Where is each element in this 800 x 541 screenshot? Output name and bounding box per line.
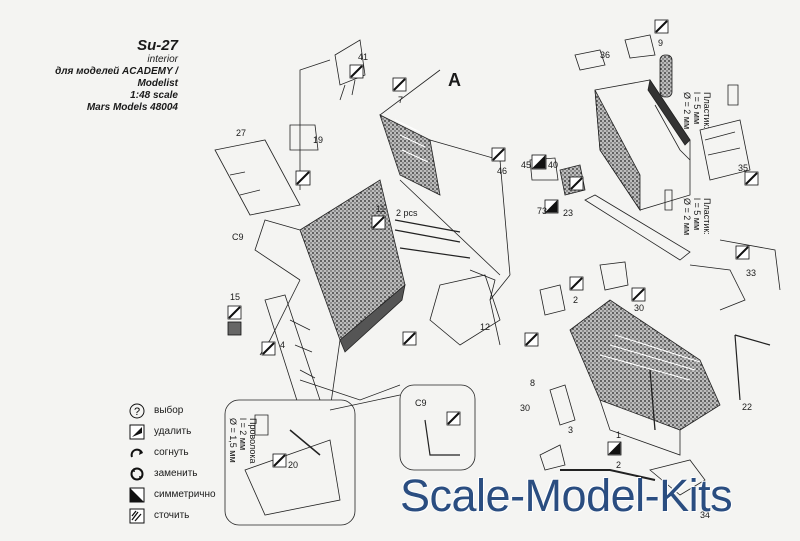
plastic-note-bottom: Пластик: l = 5 мм Ø = 2 мм — [682, 198, 712, 235]
part-number: C9 — [232, 232, 244, 242]
part-number: 35 — [738, 163, 749, 173]
part-number: 41 — [358, 52, 369, 62]
symbol-legend: ? выбор удалить согнуть заменить — [128, 400, 268, 526]
part-number: 36 — [600, 50, 611, 60]
legend-label: согнуть — [154, 447, 189, 458]
part-number: 2 pcs — [396, 208, 418, 218]
part-number: 9 — [658, 38, 664, 48]
part-number: 15 — [230, 292, 241, 302]
legend-label: удалить — [154, 426, 192, 437]
part-number: 12 — [480, 322, 491, 332]
mirror-icon — [128, 486, 146, 504]
part-number: 23 — [563, 208, 574, 218]
detail-box-right — [399, 384, 476, 471]
part-number: 40 — [548, 160, 559, 170]
question-icon: ? — [128, 402, 146, 420]
legend-item-grind: сточить — [128, 505, 268, 526]
side-panel — [214, 139, 301, 216]
part-number: 2 — [573, 295, 579, 305]
part-number: 8 — [530, 378, 536, 388]
plastic-label: Пластик: — [702, 92, 712, 129]
legend-item-bend: согнуть — [128, 442, 268, 463]
model-name: Su-27 — [137, 37, 178, 54]
product-line: Mars Models 48004 — [86, 102, 178, 113]
ejection-seat — [569, 299, 721, 431]
replace-icon — [128, 465, 146, 483]
part-number: 30 — [634, 303, 645, 313]
scale-line: 1:48 scale — [130, 90, 178, 101]
wire-note: Проволока l = 2 мм Ø = 1,5 мм — [228, 418, 258, 463]
legend-item-mirror: симметрично — [128, 484, 268, 505]
instrument-panel — [379, 114, 441, 196]
legend-item-remove: удалить — [128, 421, 268, 442]
part-number: 27 — [236, 128, 247, 138]
plastic-diameter: Ø = 2 мм — [682, 92, 692, 130]
part-number: 3 — [568, 425, 574, 435]
part-number: 2 — [616, 460, 622, 470]
part-number: 34 — [700, 510, 711, 520]
plastic-diameter: Ø = 2 мм — [682, 198, 692, 236]
part-number: 11 — [376, 204, 386, 214]
part-number: 7 — [398, 95, 404, 105]
cockpit-tub — [299, 179, 406, 341]
detail-box-left — [224, 399, 356, 526]
model-subtitle: interior — [147, 54, 178, 65]
legend-item-replace: заменить — [128, 463, 268, 484]
wire-diameter: Ø = 1,5 мм — [228, 418, 238, 463]
plastic-length: l = 5 мм — [692, 92, 702, 125]
part-number: 20 — [288, 460, 299, 470]
legend-item-choice: ? выбор — [128, 400, 268, 421]
legend-label: симметрично — [154, 489, 216, 500]
part-number: 33 — [746, 268, 757, 278]
part-number: C9 — [415, 398, 427, 408]
cut-icon — [128, 423, 146, 441]
part-number: 46 — [497, 166, 508, 176]
title-block: Su-27 interior для моделей ACADEMY / Mod… — [48, 38, 178, 114]
site-watermark: Scale-Model-Kits — [400, 470, 733, 521]
part-number: 45 — [521, 160, 532, 170]
section-letter: A — [448, 70, 461, 90]
bend-icon — [128, 444, 146, 462]
rear-bulkhead — [429, 274, 501, 346]
plastic-length: l = 5 мм — [692, 198, 702, 231]
svg-text:?: ? — [134, 406, 140, 418]
part-number: 19 — [313, 135, 324, 145]
legend-label: сточить — [154, 510, 190, 521]
part-number: 30 — [520, 403, 531, 413]
compatibility-line: для моделей ACADEMY / Modelist — [55, 66, 178, 89]
legend-label: выбор — [154, 405, 184, 416]
part-number: 22 — [742, 402, 753, 412]
grind-icon — [128, 507, 146, 525]
legend-label: заменить — [154, 468, 198, 479]
wire-length: l = 2 мм — [238, 418, 248, 451]
part-number: 73 — [537, 206, 548, 216]
part-number: 1 — [616, 430, 622, 440]
part-number: 4 — [280, 340, 286, 350]
plastic-note-top: Пластик: l = 5 мм Ø = 2 мм — [682, 92, 712, 129]
plastic-label: Пластик: — [702, 198, 712, 235]
seat-cushion — [699, 119, 751, 181]
wire-label: Проволока — [248, 418, 258, 464]
